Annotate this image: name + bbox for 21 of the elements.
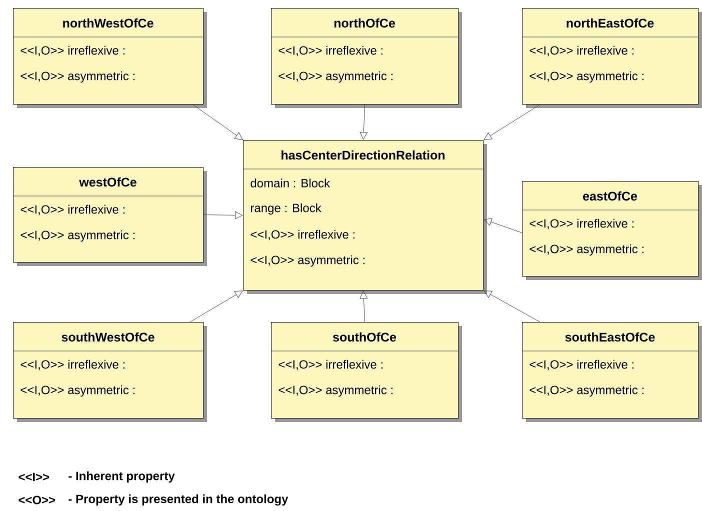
class-box: northWestOfCe <<I,O>> irreflexive : <<I,O>> asymmetric : (12, 8, 207, 108)
class-box: eastOfCe <<I,O>> irreflexive : <<I,O>> asymmetric : (522, 181, 702, 280)
arrow (192, 104, 243, 140)
class-box: northOfCe <<I,O>> irreflexive : <<I,O>> asymmetric : (270, 8, 462, 108)
arrow (484, 290, 540, 322)
arrow (484, 104, 540, 140)
class-box: hasCenterDirectionRelation domain : Block range : Block <<I,O>> irreflexive : <<I,O>> asymmetric : (242, 140, 487, 294)
class-box: southEastOfCe <<I,O>> irreflexive : <<I,O>> asymmetric : (522, 322, 702, 422)
legend-note: - Property is presented in the ontology (68, 494, 288, 506)
arrow (190, 290, 243, 322)
arrow (360, 104, 368, 140)
arrow (484, 218, 522, 234)
class-box: southWestOfCe <<I,O>> irreflexive : <<I,O>> asymmetric : (12, 322, 207, 422)
class-box: westOfCe <<I,O>> irreflexive : <<I,O>> asymmetric : (12, 167, 207, 266)
arrow (360, 290, 368, 322)
legend-note: <<O>> (18, 496, 56, 504)
class-box: southOfCe <<I,O>> irreflexive : <<I,O>> asymmetric : (270, 322, 462, 422)
arrow (203, 211, 243, 220)
legend-note: - Inherent property (68, 471, 175, 483)
class-box: northEastOfCe <<I,O>> irreflexive : <<I,O>> asymmetric : (522, 8, 702, 108)
legend-note: <<I>> (18, 472, 50, 482)
